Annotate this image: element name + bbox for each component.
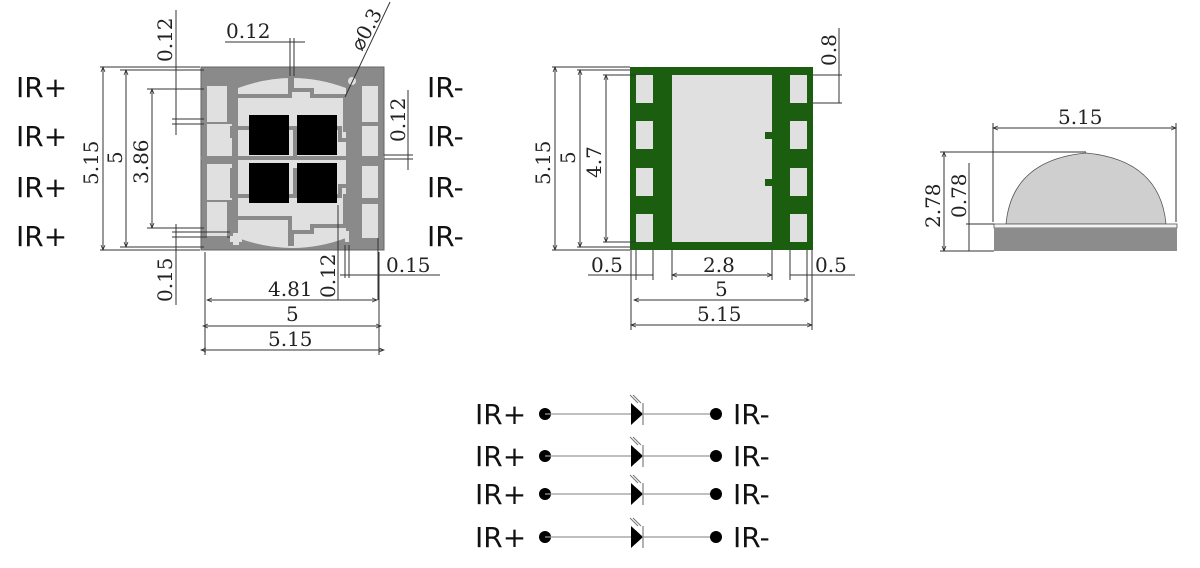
bottom-pad-right-3 xyxy=(790,168,807,196)
led-diode-icon xyxy=(631,403,643,425)
pin-label-right-2: IR- xyxy=(427,120,464,153)
dim-height-mid: 5 xyxy=(103,151,127,164)
anode-label: IR+ xyxy=(475,398,526,431)
dim-base-height: 0.78 xyxy=(947,173,971,218)
bottom-pad-right-4 xyxy=(790,214,807,242)
thermal-notch-2 xyxy=(765,179,772,186)
cathode-label: IR- xyxy=(733,440,770,473)
side-dimension-lines xyxy=(940,123,1176,251)
top-view: IR+ IR+ IR+ IR+ IR- IR- IR- IR- xyxy=(16,1,464,355)
pad-right-2 xyxy=(362,126,378,158)
bottom-pad-right-1 xyxy=(790,75,807,103)
pad-left-2 xyxy=(207,124,232,160)
dim-height-inner: 3.86 xyxy=(129,139,153,184)
dim-gap-bottom: 0.12 xyxy=(316,253,340,298)
schematic: IR+ IR- IR+ IR- IR+ IR- xyxy=(475,394,770,554)
side-view: 5.15 2.78 0.78 xyxy=(921,105,1178,251)
dim-gap-right: 0.12 xyxy=(386,97,410,142)
pad-right-4 xyxy=(362,204,378,238)
plus-mark-icon xyxy=(230,233,242,245)
pin-label-right-1: IR- xyxy=(427,71,464,104)
bottom-pad-right-2 xyxy=(790,121,807,149)
thermal-pad xyxy=(672,75,772,242)
dim-pad-width-right: 0.5 xyxy=(815,253,847,277)
dim-bottom-width-outer: 5.15 xyxy=(697,302,742,326)
cathode-label: IR- xyxy=(733,398,770,431)
dim-bottom-height-mid: 5 xyxy=(556,151,580,164)
anode-label: IR+ xyxy=(475,478,526,511)
bottom-pad-left-2 xyxy=(636,121,653,149)
dim-bottom-width-mid: 5 xyxy=(715,277,728,301)
schematic-row: IR+ IR- xyxy=(475,474,770,511)
cathode-terminal xyxy=(710,450,722,462)
anode-label: IR+ xyxy=(475,440,526,473)
dim-width-inner: 4.81 xyxy=(268,277,313,301)
dim-side-width: 5.15 xyxy=(1058,105,1103,129)
dim-width-outer: 5.15 xyxy=(268,327,313,351)
emission-arrows-icon xyxy=(629,436,642,446)
led-diode-icon xyxy=(631,483,643,505)
dome-lens xyxy=(1005,152,1167,225)
pin-label-left-2: IR+ xyxy=(16,120,67,153)
dim-width-mid: 5 xyxy=(286,302,299,326)
die-1 xyxy=(249,115,289,155)
pin-label-left-3: IR+ xyxy=(16,171,67,204)
led-diode-icon xyxy=(631,526,643,548)
dim-gap-top-vertical: 0.12 xyxy=(153,17,177,62)
anode-label: IR+ xyxy=(475,521,526,554)
emission-arrows-icon xyxy=(629,474,642,484)
pin-label-right-3: IR- xyxy=(427,171,464,204)
cathode-label: IR- xyxy=(733,478,770,511)
dim-margin-bottom-left: 0.15 xyxy=(153,257,177,302)
side-top-layer xyxy=(993,223,1178,229)
schematic-row: IR+ IR- xyxy=(475,517,770,554)
pad-left-4 xyxy=(207,202,227,238)
cathode-terminal xyxy=(710,408,722,420)
bottom-view: 0.8 5.15 5 4.7 0.5 2.8 0.5 5 5.15 xyxy=(531,28,855,330)
die-4 xyxy=(297,163,337,203)
bottom-dimension-lines xyxy=(552,28,855,330)
top-dimension-lines xyxy=(100,1,440,355)
pin-label-left-4: IR+ xyxy=(16,220,67,253)
emission-arrows-icon xyxy=(629,394,642,404)
dim-hole-diameter: ⌀0.3 xyxy=(345,4,387,54)
pin-label-left-1: IR+ xyxy=(16,71,67,104)
pad-right-3 xyxy=(362,166,378,198)
bottom-pad-left-1 xyxy=(636,75,653,103)
thermal-notch-1 xyxy=(765,132,772,139)
dim-bottom-height-outer: 5.15 xyxy=(531,140,555,185)
pin-label-right-4: IR- xyxy=(427,220,464,253)
pad-left-3 xyxy=(207,164,232,200)
dim-pad-width-left: 0.5 xyxy=(591,253,623,277)
cathode-label: IR- xyxy=(733,521,770,554)
dim-height-outer: 5.15 xyxy=(79,140,103,185)
pad-right-1 xyxy=(362,86,378,122)
schematic-row: IR+ IR- xyxy=(475,394,770,431)
dim-margin-bottom-right: 0.15 xyxy=(386,253,431,277)
dim-bottom-height-inner: 4.7 xyxy=(582,146,606,178)
hole-marker xyxy=(348,77,356,85)
die-2 xyxy=(297,115,337,155)
bottom-pad-left-4 xyxy=(636,214,653,242)
pad-left-1 xyxy=(207,86,227,122)
die-3 xyxy=(249,163,289,203)
schematic-row: IR+ IR- xyxy=(475,436,770,473)
emission-arrows-icon xyxy=(629,517,642,527)
dim-center-width: 2.8 xyxy=(703,253,735,277)
dim-gap-top-horizontal: 0.12 xyxy=(226,19,271,43)
cathode-terminal xyxy=(710,531,722,543)
bottom-pad-left-3 xyxy=(636,168,653,196)
cathode-terminal xyxy=(710,488,722,500)
side-base xyxy=(994,228,1177,251)
dim-pad-height: 0.8 xyxy=(817,34,841,66)
minus-mark-icon xyxy=(345,231,349,242)
dim-total-height: 2.78 xyxy=(921,183,945,228)
led-diode-icon xyxy=(631,445,643,467)
